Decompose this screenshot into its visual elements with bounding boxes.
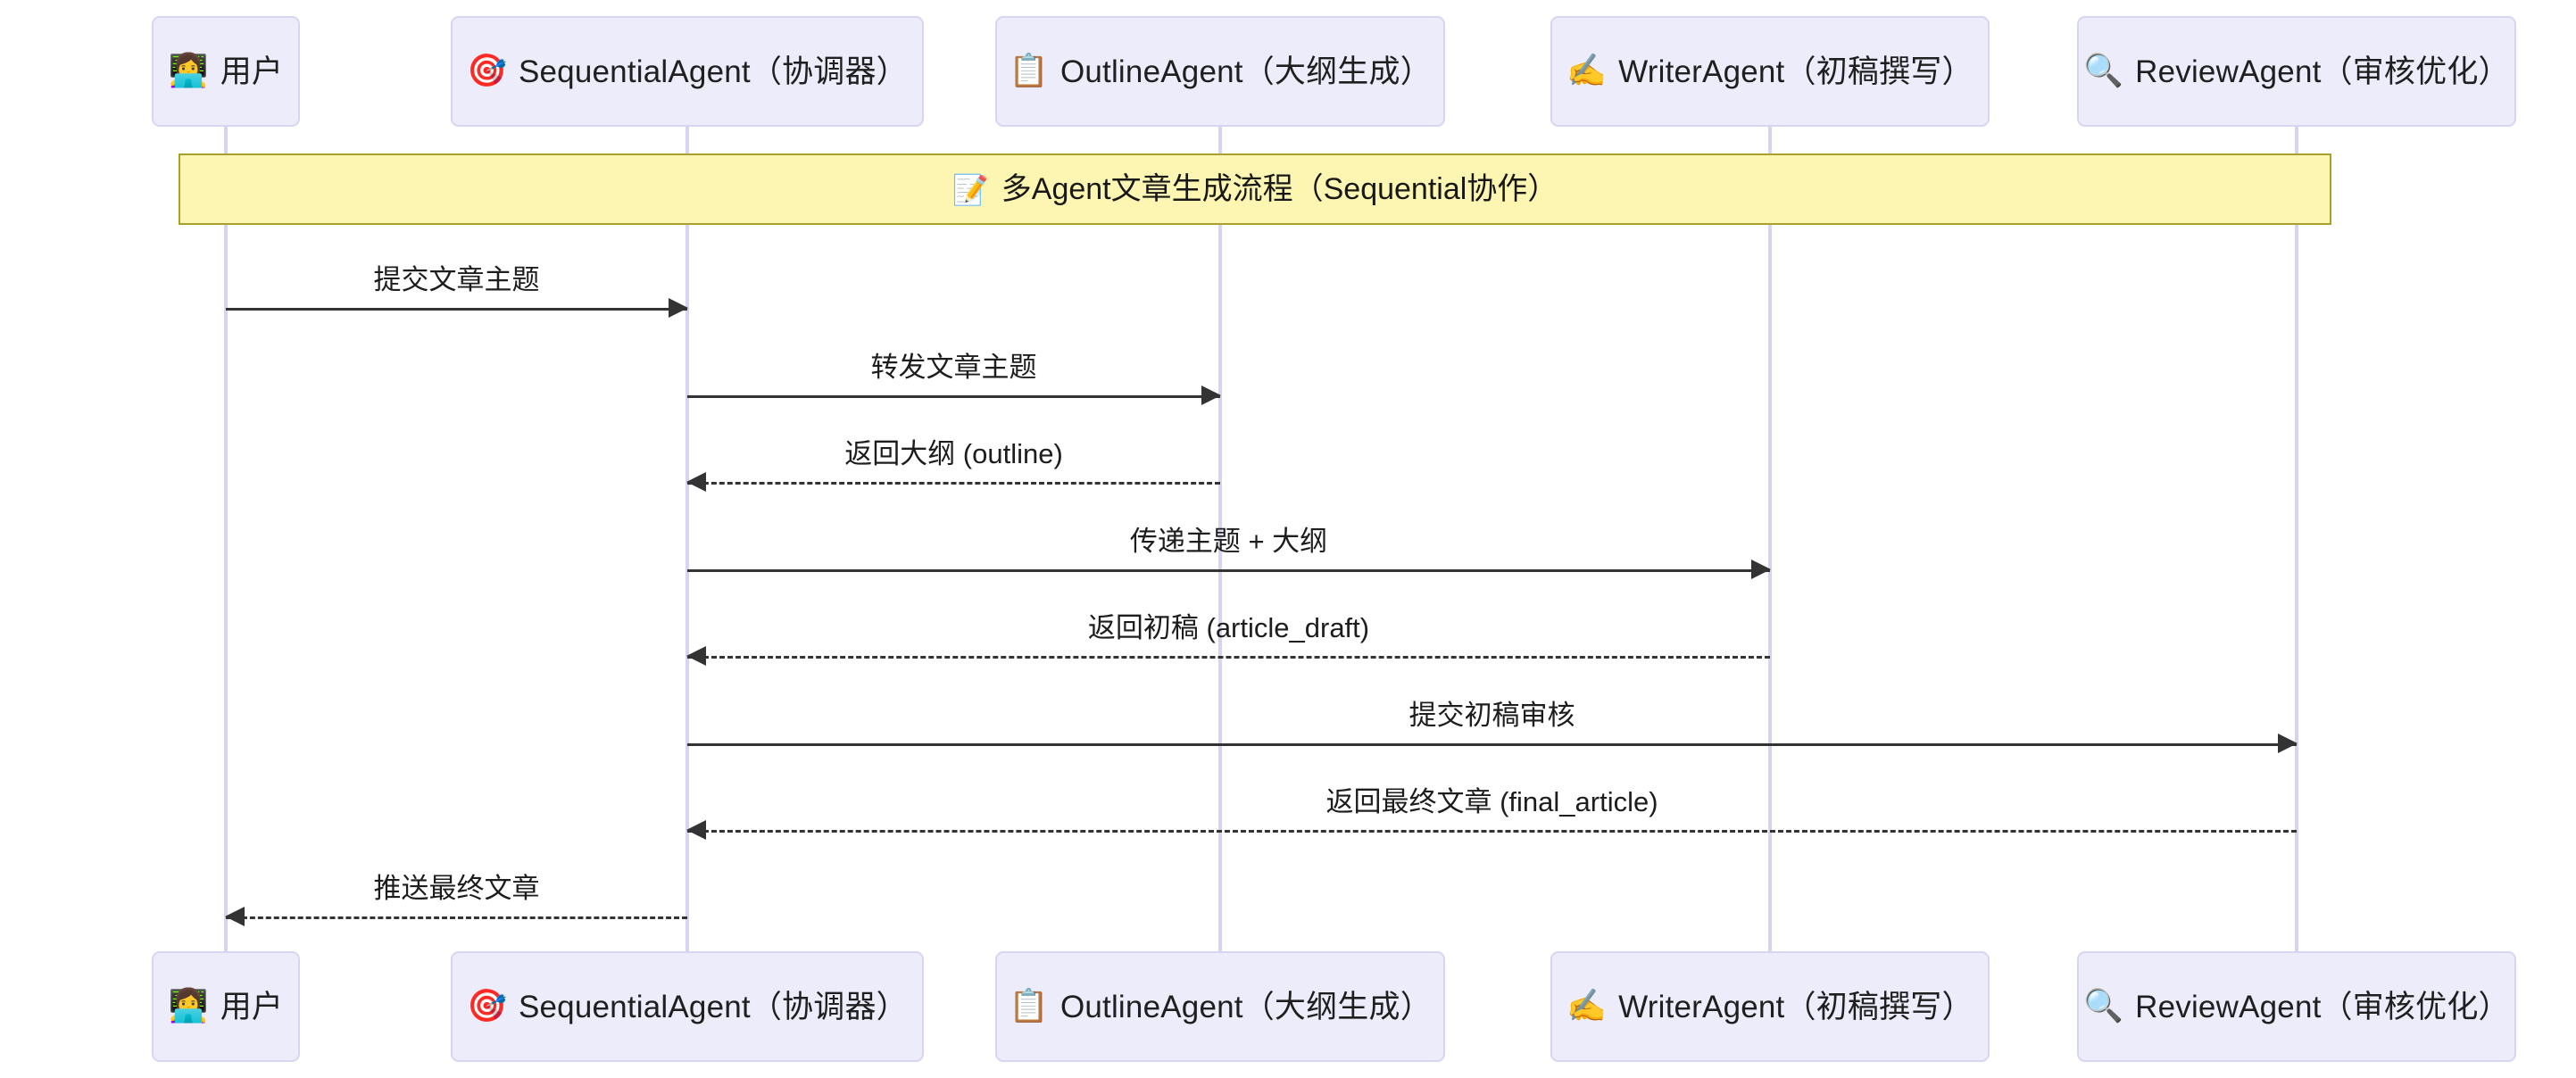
person-at-computer-icon: 👩‍💻 <box>168 53 209 89</box>
lifeline-writer <box>1768 127 1772 951</box>
participant-label: OutlineAgent（大纲生成） <box>1059 989 1432 1024</box>
lifeline-outline <box>1218 127 1222 951</box>
participant-label: ReviewAgent（审核优化） <box>2135 54 2510 89</box>
arrowhead-right-icon <box>1201 386 1221 405</box>
writing-hand-icon: ✍️ <box>1566 53 1608 89</box>
message-line <box>226 916 687 919</box>
message-line <box>687 569 1770 572</box>
arrowhead-left-icon <box>686 646 706 666</box>
participant-outline-bottom[interactable]: 📋 OutlineAgent（大纲生成） <box>995 951 1445 1062</box>
dart-target-icon: 🎯 <box>467 53 507 89</box>
message-line <box>687 395 1220 398</box>
participant-user-bottom[interactable]: 👩‍💻 用户 <box>152 951 300 1062</box>
message-line <box>687 830 2297 833</box>
arrowhead-right-icon <box>1751 560 1771 579</box>
clipboard-icon: 📋 <box>1009 988 1049 1024</box>
participant-sequential-top[interactable]: 🎯 SequentialAgent（协调器） <box>451 16 924 127</box>
clipboard-icon: 📋 <box>1009 53 1049 89</box>
arrowhead-right-icon <box>2278 734 2298 753</box>
participant-writer-top[interactable]: ✍️ WriterAgent（初稿撰写） <box>1550 16 1990 127</box>
participant-label: ReviewAgent（审核优化） <box>2135 989 2510 1024</box>
participant-label: OutlineAgent（大纲生成） <box>1059 54 1432 89</box>
message-label: 返回最终文章 (final_article) <box>1325 786 1658 817</box>
lifeline-user <box>224 127 228 951</box>
message-label: 返回大纲 (outline) <box>844 438 1063 469</box>
message-line <box>687 482 1220 485</box>
message-label: 提交文章主题 <box>373 264 540 295</box>
participant-label: WriterAgent（初稿撰写） <box>1618 989 1974 1024</box>
participant-user-top[interactable]: 👩‍💻 用户 <box>152 16 300 127</box>
message-label: 转发文章主题 <box>870 352 1037 383</box>
person-at-computer-icon: 👩‍💻 <box>168 988 209 1024</box>
participant-sequential-bottom[interactable]: 🎯 SequentialAgent（协调器） <box>451 951 924 1062</box>
participant-label: WriterAgent（初稿撰写） <box>1618 54 1974 89</box>
participant-label: SequentialAgent（协调器） <box>518 54 908 89</box>
participant-writer-bottom[interactable]: ✍️ WriterAgent（初稿撰写） <box>1550 951 1990 1062</box>
magnifying-glass-icon: 🔍 <box>2083 988 2124 1024</box>
message-label: 提交初稿审核 <box>1408 700 1575 731</box>
participant-label: SequentialAgent（协调器） <box>518 989 908 1024</box>
dart-target-icon: 🎯 <box>467 988 507 1024</box>
arrowhead-left-icon <box>686 472 706 492</box>
note-title: 多Agent文章生成流程（Sequential协作） <box>1001 172 1558 206</box>
magnifying-glass-icon: 🔍 <box>2083 53 2124 89</box>
memo-icon: 📝 <box>951 171 989 207</box>
arrowhead-left-icon <box>686 820 706 840</box>
arrowhead-left-icon <box>225 907 245 926</box>
participant-label: 用户 <box>220 989 284 1024</box>
message-label: 传递主题 + 大纲 <box>1129 526 1328 557</box>
lifeline-review <box>2295 127 2298 951</box>
message-line <box>687 656 1770 659</box>
message-label: 推送最终文章 <box>373 873 540 904</box>
participant-label: 用户 <box>220 54 284 89</box>
participant-review-top[interactable]: 🔍 ReviewAgent（审核优化） <box>2077 16 2516 127</box>
lifeline-sequential <box>686 127 689 951</box>
message-label: 返回初稿 (article_draft) <box>1087 612 1370 643</box>
arrowhead-right-icon <box>669 298 688 318</box>
participant-review-bottom[interactable]: 🔍 ReviewAgent（审核优化） <box>2077 951 2516 1062</box>
writing-hand-icon: ✍️ <box>1566 988 1608 1024</box>
message-line <box>226 308 687 311</box>
message-line <box>687 743 2297 746</box>
diagram-note-banner: 📝 多Agent文章生成流程（Sequential协作） <box>179 153 2331 225</box>
participant-outline-top[interactable]: 📋 OutlineAgent（大纲生成） <box>995 16 1445 127</box>
